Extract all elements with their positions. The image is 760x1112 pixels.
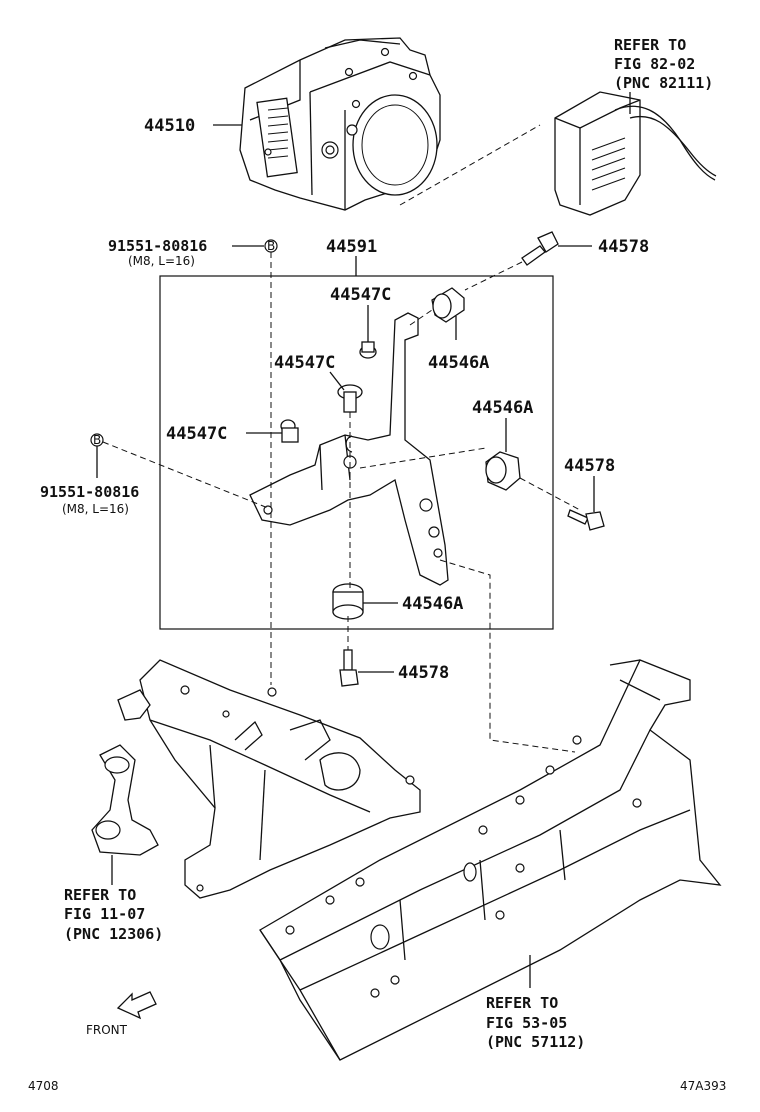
cushion-top[interactable] [431, 287, 465, 323]
bolt-top[interactable] [521, 231, 559, 266]
label-44546a-top: 44546A [428, 353, 489, 373]
label-44547c-left: 44547C [166, 424, 227, 444]
label-44547c-mid: 44547C [274, 353, 335, 373]
align-line-bolt-top [464, 261, 523, 291]
suspension-bracket[interactable] [139, 659, 421, 899]
spec-91551-top: (M8, L=16) [128, 254, 195, 268]
ref-82-line2: FIG 82-02 [614, 55, 695, 73]
ref-82-line3: (PNC 82111) [614, 74, 713, 92]
label-44547c-top: 44547C [330, 285, 391, 305]
label-91551-top: 91551-80816 [108, 237, 207, 255]
ref-53-line3: (PNC 57112) [486, 1033, 585, 1051]
spec-91551-left: (M8, L=16) [62, 502, 129, 516]
label-44578-right: 44578 [564, 456, 615, 476]
abs-actuator[interactable] [239, 37, 441, 211]
label-44591: 44591 [326, 237, 377, 257]
ref-11-line2: FIG 11-07 [64, 905, 145, 923]
bolt-b-marker-top: B [264, 239, 278, 253]
label-44578-bottom: 44578 [398, 663, 449, 683]
label-44578-top: 44578 [598, 237, 649, 257]
ref-11-line3: (PNC 12306) [64, 925, 163, 943]
label-44546a-right: 44546A [472, 398, 533, 418]
ref-11-line1: REFER TO [64, 886, 136, 904]
ref-82-line1: REFER TO [614, 36, 686, 54]
align-line-right [359, 447, 487, 469]
illustration-id: 47A393 [680, 1079, 726, 1093]
leader-44547c-mid [329, 371, 345, 391]
bolt-b-marker-left: B [90, 433, 104, 447]
label-91551-left: 91551-80816 [40, 483, 139, 501]
grommet-left[interactable] [280, 419, 299, 443]
grommet-mid[interactable] [337, 384, 363, 413]
actuator-bracket[interactable] [249, 312, 449, 586]
grommet-top[interactable] [359, 341, 377, 359]
svg-text:B: B [93, 433, 101, 447]
bolt-bottom[interactable] [339, 649, 359, 687]
mount-arm[interactable] [91, 689, 159, 856]
front-arrow-icon [116, 991, 157, 1020]
page-code: 4708 [28, 1079, 59, 1093]
align-line-frame [439, 559, 576, 753]
cushion-bottom[interactable] [332, 583, 364, 620]
wire-harness-connector[interactable] [554, 91, 717, 216]
connector-dash [399, 124, 541, 206]
bolt-right[interactable] [567, 509, 605, 531]
svg-text:B: B [267, 239, 275, 253]
front-label: FRONT [86, 1023, 128, 1037]
ref-53-line2: FIG 53-05 [486, 1014, 567, 1032]
align-line-bolt-right [519, 477, 581, 511]
label-44546a-bottom: 44546A [402, 594, 463, 614]
label-44510: 44510 [144, 116, 195, 136]
ref-53-line1: REFER TO [486, 994, 558, 1012]
cushion-right[interactable] [485, 451, 521, 491]
align-line-top [409, 309, 433, 326]
frame-side-member[interactable] [259, 659, 722, 1061]
